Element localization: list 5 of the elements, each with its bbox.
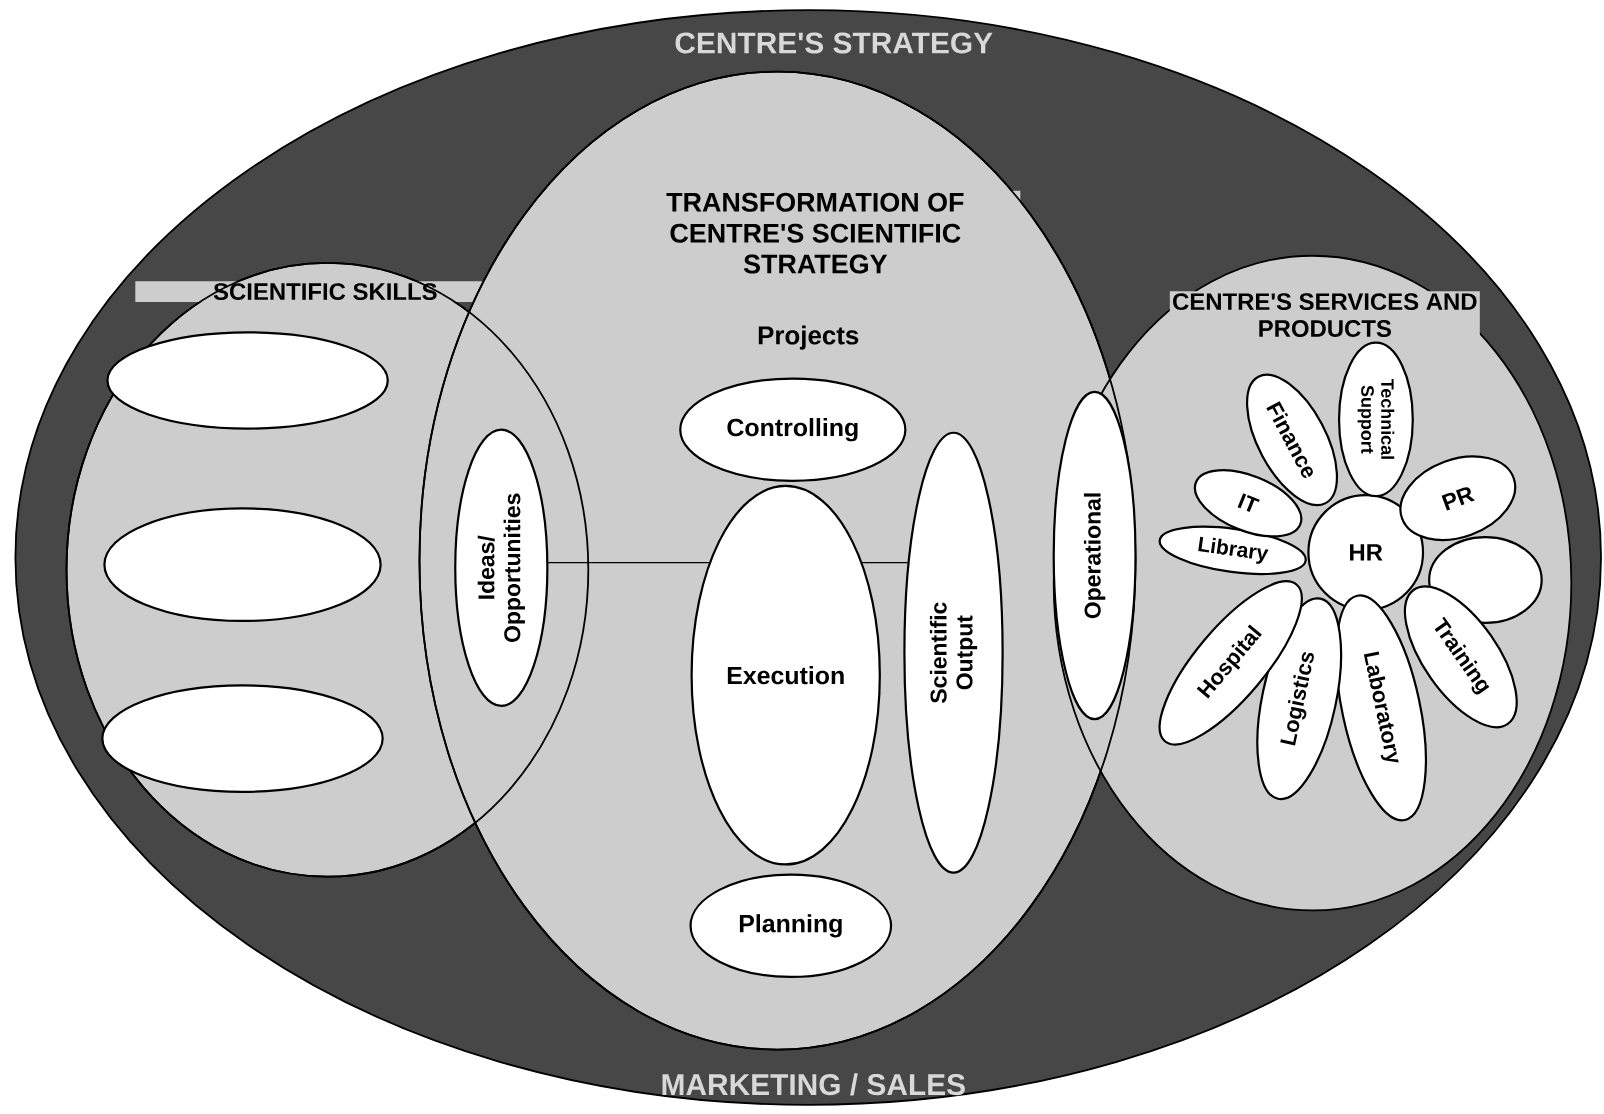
ellipse	[103, 507, 382, 623]
ellipse	[106, 331, 389, 430]
ellipse	[101, 684, 384, 793]
connector-line	[546, 562, 711, 564]
connector-line	[860, 562, 910, 564]
